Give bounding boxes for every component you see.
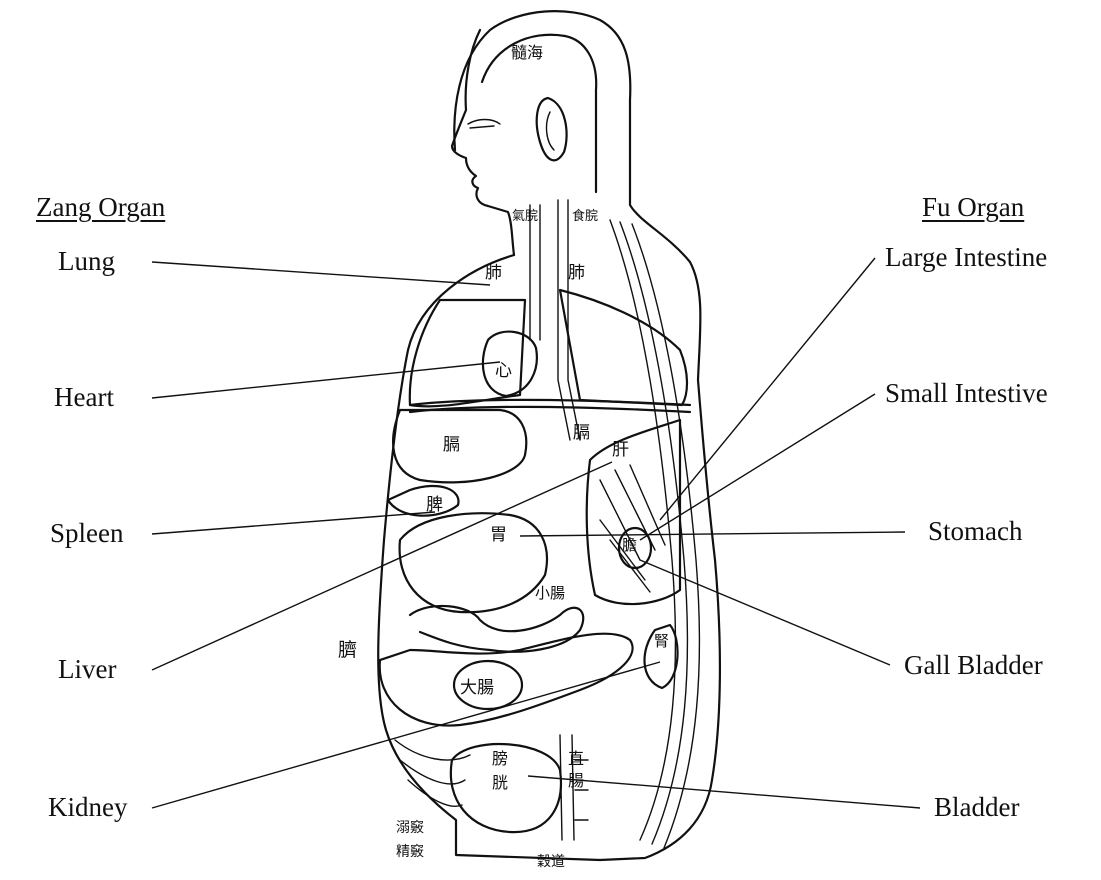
fu-organ-heading: Fu Organ [922, 194, 1024, 221]
cn-anus: 穀道 [537, 854, 565, 870]
spleen [388, 486, 458, 516]
cn-stomach: 胃 [490, 525, 507, 545]
cn-kidney: 腎 [654, 632, 669, 650]
cn-diaphragm-left: 膈 [443, 435, 460, 455]
cn-large-intestine: 大腸 [460, 678, 494, 698]
stomach [400, 513, 547, 612]
lung-left [410, 300, 525, 406]
leader-heart [152, 362, 500, 398]
lower-coils [395, 740, 470, 806]
cn-heart: 心 [495, 361, 512, 381]
leader-spleen [152, 512, 435, 534]
fu-label-bladder: Bladder [934, 794, 1019, 821]
cn-rectum: 直 腸 [568, 749, 589, 790]
cn-bladder-1: 膀 [492, 749, 508, 768]
cn-rectum-1: 直 [568, 749, 584, 768]
cn-seminal: 精竅 [396, 844, 424, 860]
ear-inner [547, 112, 554, 150]
fu-label-large-intestine: Large Intestine [885, 244, 1047, 271]
cn-urethra: 溺竅 [396, 820, 424, 836]
cn-bladder-2: 胱 [492, 773, 508, 792]
leader-small-intestine [640, 394, 875, 540]
fu-label-stomach: Stomach [928, 518, 1023, 545]
fu-label-small-intestive: Small Intestive [885, 380, 1048, 407]
cn-gallbladder: 膽 [622, 536, 637, 554]
cn-qi-tube-left: 氣脘 [512, 209, 538, 224]
leader-large-intestine [660, 258, 875, 520]
cn-navel: 臍 [338, 639, 357, 661]
ear [537, 98, 567, 160]
leader-liver [152, 462, 612, 670]
cn-diaphragm-right: 膈 [573, 423, 590, 443]
fu-label-gall-bladder: Gall Bladder [904, 652, 1043, 679]
eye [468, 120, 500, 129]
zang-label-spleen: Spleen [50, 520, 124, 547]
zang-label-heart: Heart [54, 384, 114, 411]
cn-lung-right: 肺 [568, 263, 585, 283]
zang-label-kidney: Kidney [48, 794, 127, 821]
large-intestine [380, 634, 633, 726]
zang-label-lung: Lung [58, 248, 115, 275]
leader-bladder [528, 776, 920, 808]
face-profile [452, 30, 514, 255]
cn-qi-tube-right: 食脘 [572, 208, 598, 224]
zang-organ-heading: Zang Organ [36, 194, 165, 221]
cn-brain: 髓海 [511, 43, 543, 62]
cn-lung-left: 肺 [485, 263, 502, 283]
cn-small-intestine: 小腸 [535, 584, 565, 602]
leader-lung [152, 262, 490, 285]
cn-bladder: 膀 胱 [492, 749, 513, 792]
trachea [530, 200, 580, 440]
small-intestine [410, 606, 583, 652]
zang-label-liver: Liver [58, 656, 116, 683]
lung-right [560, 290, 687, 405]
cn-liver: 肝 [612, 440, 629, 460]
